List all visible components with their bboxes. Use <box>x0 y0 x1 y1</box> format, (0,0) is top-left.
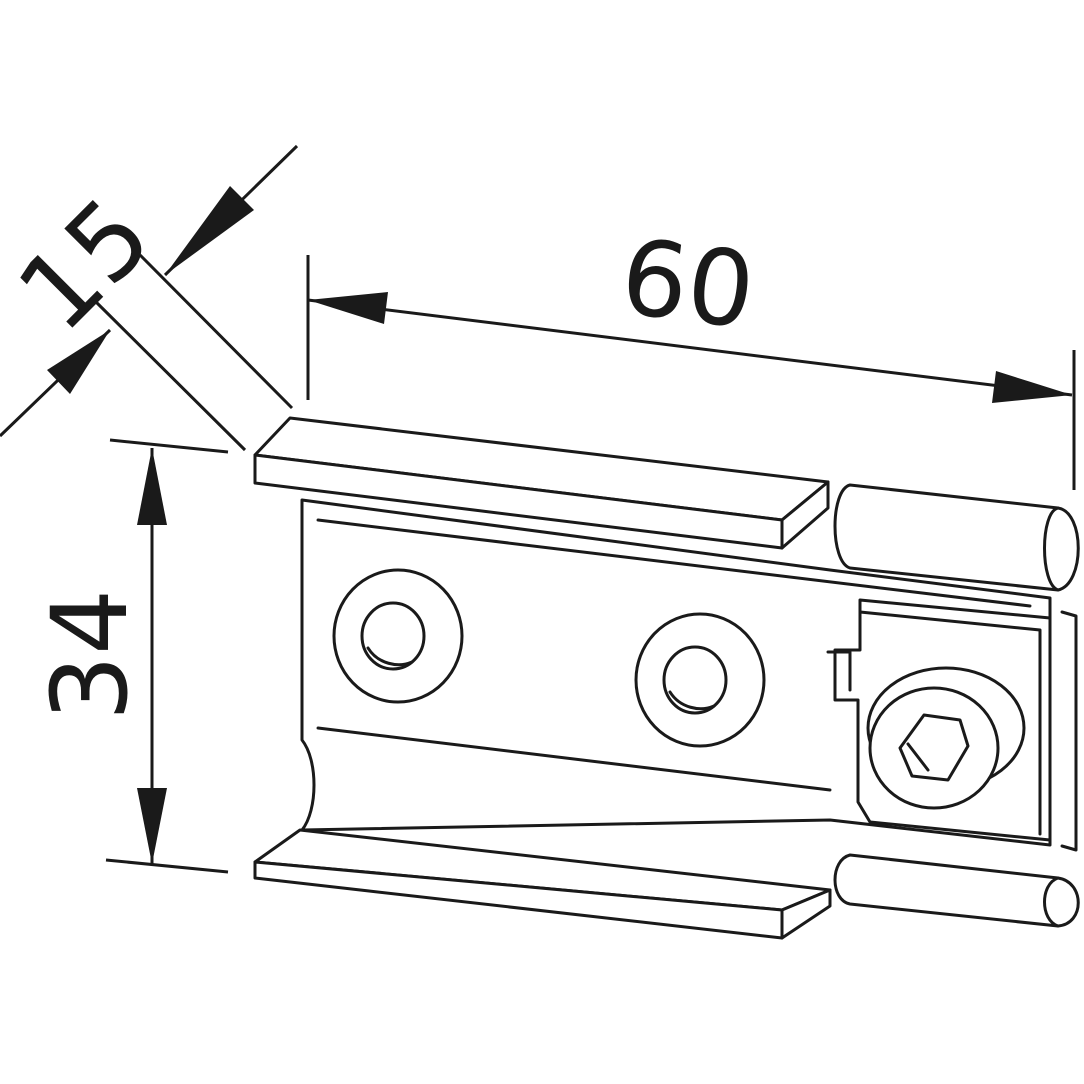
dimension-depth: 15 <box>0 144 299 452</box>
screw-hole-middle <box>634 612 766 748</box>
arrow-head <box>137 448 167 525</box>
set-screw <box>866 666 1026 810</box>
barrel-side <box>1060 610 1078 852</box>
screw-hole-left <box>332 568 464 704</box>
bottom-flange <box>253 828 832 940</box>
hinge-part <box>253 416 1080 940</box>
extension-line <box>105 858 229 874</box>
dimension-length: 60 <box>306 215 1076 490</box>
extension-line <box>109 438 229 454</box>
arrow-head <box>47 330 110 394</box>
dimension-height: 34 <box>29 438 229 874</box>
upper-knuckle <box>833 483 1080 592</box>
top-flange <box>253 416 830 550</box>
arrow-head <box>165 186 254 275</box>
dimension-label-height: 34 <box>29 589 151 721</box>
lower-knuckle <box>833 853 1080 928</box>
extension-line <box>90 296 247 452</box>
dimension-label-length: 60 <box>615 215 761 352</box>
arrow-head <box>992 371 1072 403</box>
extension-line <box>138 253 294 410</box>
arrow-head <box>137 788 167 864</box>
dimension-line <box>307 298 1073 397</box>
arrow-head <box>308 292 388 324</box>
dimension-label-depth: 15 <box>0 175 174 355</box>
